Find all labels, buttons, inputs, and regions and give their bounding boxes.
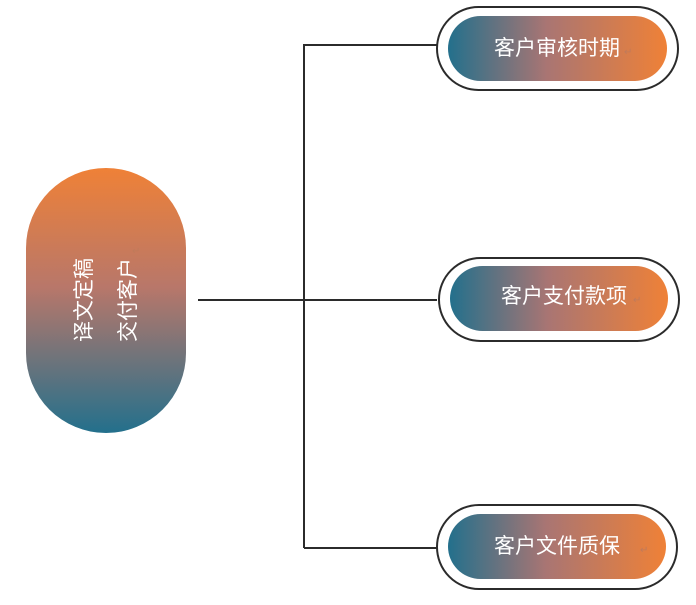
branch-node-1-label: 客户审核时期 bbox=[494, 36, 620, 60]
branch-node-3-pill bbox=[448, 514, 666, 579]
root-node: 译文定稿 交付客户 ↵ bbox=[26, 168, 186, 433]
branch-node-2-label: 客户支付款项 bbox=[501, 284, 627, 308]
branch-node-3: 客户文件质保 ↵ bbox=[436, 504, 678, 590]
root-text-line-2: 交付客户 bbox=[116, 258, 140, 342]
branch-node-2: 客户支付款项 ↵ bbox=[438, 257, 680, 342]
connector-lines bbox=[198, 44, 437, 549]
branch-node-1-return-mark: ↵ bbox=[624, 47, 632, 58]
branch-node-1: 客户审核时期 ↵ bbox=[436, 6, 679, 91]
branch-node-3-return-mark: ↵ bbox=[640, 545, 648, 556]
branch-node-2-pill bbox=[450, 266, 668, 331]
root-node-shape bbox=[26, 168, 186, 433]
branch-node-3-label: 客户文件质保 bbox=[494, 534, 620, 558]
branch-node-1-pill bbox=[448, 16, 667, 81]
branch-node-2-return-mark: ↵ bbox=[633, 295, 641, 306]
root-return-mark: ↵ bbox=[132, 246, 140, 257]
root-text-line-1: 译文定稿 bbox=[72, 258, 96, 342]
